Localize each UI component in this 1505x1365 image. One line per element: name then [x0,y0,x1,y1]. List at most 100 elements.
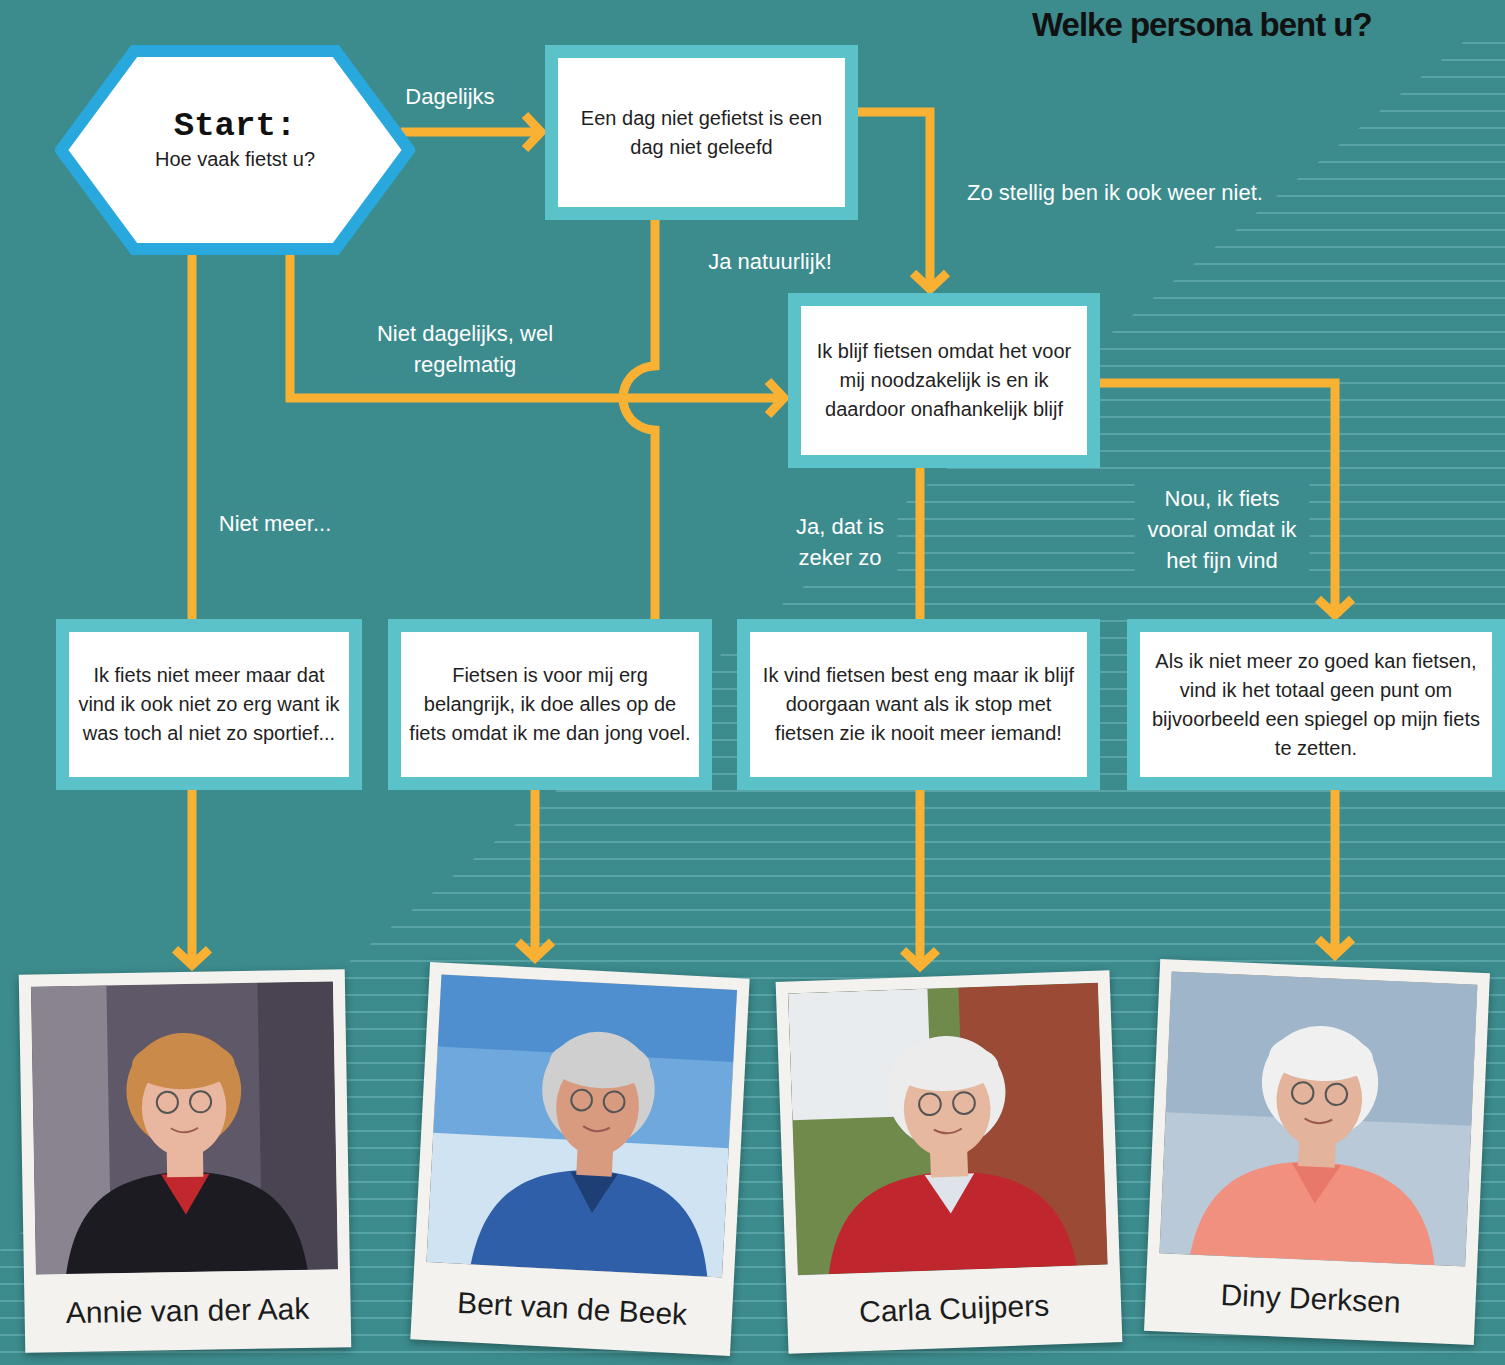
portrait-mouth [583,1126,610,1132]
connector [858,112,947,289]
portrait-mouth [171,1128,198,1133]
stripe-band [0,30,1505,1365]
connector [1318,790,1352,955]
arrowhead [525,115,541,149]
process-box: Ik fiets niet meer maar dat vind ik ook … [56,619,362,790]
portrait-mouth [1304,1118,1332,1123]
node-text: Diny Derksen [1220,1278,1401,1320]
connector-line [188,255,197,619]
name-strip: Annie van der Aak [36,1269,339,1352]
portrait-mouth [934,1129,962,1134]
portrait-hair [132,1039,236,1090]
connector-line [916,468,925,619]
connector [401,115,541,149]
portrait-photo [31,981,338,1274]
connector-line [916,790,925,966]
process-box: Ik vind fietsen best eng maar ik blijf d… [737,619,1100,790]
process-box: Een dag niet gefietst is een dag niet ge… [545,45,858,220]
process-box: Ik blijf fietsen omdat het voor mij nood… [788,293,1100,468]
portrait-hair [1268,1031,1374,1083]
connector [192,255,193,619]
node-text: Ik blijf fietsen omdat het voor mij nood… [809,337,1079,424]
portrait-body [1190,1156,1439,1265]
hexagon-shape [61,51,409,249]
photo-frame [426,974,737,1277]
arrowhead [1318,599,1352,615]
portrait-hair [892,1041,999,1093]
persona-polaroid: Diny Derksen [1144,959,1490,1345]
arrowhead [913,273,947,289]
arrowhead [518,942,552,958]
node-text: Fietsen is voor mij erg belangrijk, ik d… [409,661,691,748]
portrait-glasses [571,1089,593,1111]
portrait-collar [161,1174,210,1215]
connector-line [1100,383,1335,615]
edge-label: Niet meer... [215,509,335,540]
photo-frame [1159,971,1477,1266]
hexagon-content: Start:Hoe vaak fietst u? [55,45,415,255]
arrowhead [1318,939,1352,955]
connector-line [858,112,930,289]
edge-label: Niet dagelijks, wel regelmatig [360,319,570,381]
name-strip: Carla Cuijpers [798,1265,1111,1354]
connector-line [531,790,540,958]
node-text: Bert van de Beek [456,1286,688,1332]
node-text: Carla Cuijpers [859,1289,1050,1330]
portrait-photo [426,974,737,1277]
portrait-body [825,1167,1076,1274]
portrait-photo [788,983,1108,1276]
portrait-glasses [1325,1083,1347,1105]
node-text: Hoe vaak fietst u? [155,146,315,172]
portrait-glasses [190,1091,212,1113]
portrait-collar [568,1172,617,1215]
portrait-hair [548,1036,651,1090]
persona-polaroid: Bert van de Beek [410,962,749,1356]
arrowhead [903,950,937,966]
photo-background [1159,971,1477,1266]
name-strip: Bert van de Beek [422,1262,722,1355]
portrait-glasses [953,1092,975,1114]
portrait-photo [1159,971,1477,1266]
process-box: Fietsen is voor mij erg belangrijk, ik d… [388,619,712,790]
start-hexagon: Start:Hoe vaak fietst u? [55,45,415,255]
edge-label: Ja, dat is zeker zo [783,512,898,574]
node-text: Start: [174,106,296,147]
connector-line [401,128,541,137]
photo-background [31,981,338,1274]
connector [518,790,552,958]
diagram-title: Welke persona bent u? [1028,6,1376,44]
process-box: Als ik niet meer zo goed kan fietsen, vi… [1127,619,1505,790]
portrait-collar [925,1173,976,1214]
portrait-body [471,1164,713,1277]
node-text: Ik vind fietsen best eng maar ik blijf d… [758,661,1079,748]
portrait-collar [1290,1163,1341,1205]
portrait-glasses [603,1091,625,1113]
photo-background [426,974,737,1277]
edge-label: Zo stellig ben ik ook weer niet. [955,178,1275,209]
photo-frame [788,983,1108,1276]
connector [175,790,209,965]
node-text: Annie van der Aak [66,1292,310,1330]
node-text: Als ik niet meer zo goed kan fietsen, vi… [1148,647,1484,763]
node-text: Ik fiets niet meer maar dat vind ik ook … [77,661,341,748]
portrait-glasses [157,1092,179,1114]
edge-label: Dagelijks [401,82,498,113]
persona-polaroid: Annie van der Aak [19,969,352,1353]
connector-line [623,220,655,619]
photo-background [788,983,1108,1276]
node-text: Een dag niet gefietst is een dag niet ge… [566,104,837,162]
connector [903,790,937,966]
connector [623,220,655,619]
photo-frame [31,981,338,1274]
portrait-glasses [919,1093,941,1115]
edge-label: Ja natuurlijk! [704,247,836,278]
connector [1100,383,1352,615]
connector-line [188,790,197,965]
edge-label: Nou, ik fiets vooral omdat ik het fijn v… [1135,484,1310,576]
connector-line [1331,790,1340,955]
name-strip: Diny Derksen [1156,1253,1465,1344]
arrowhead [175,949,209,965]
